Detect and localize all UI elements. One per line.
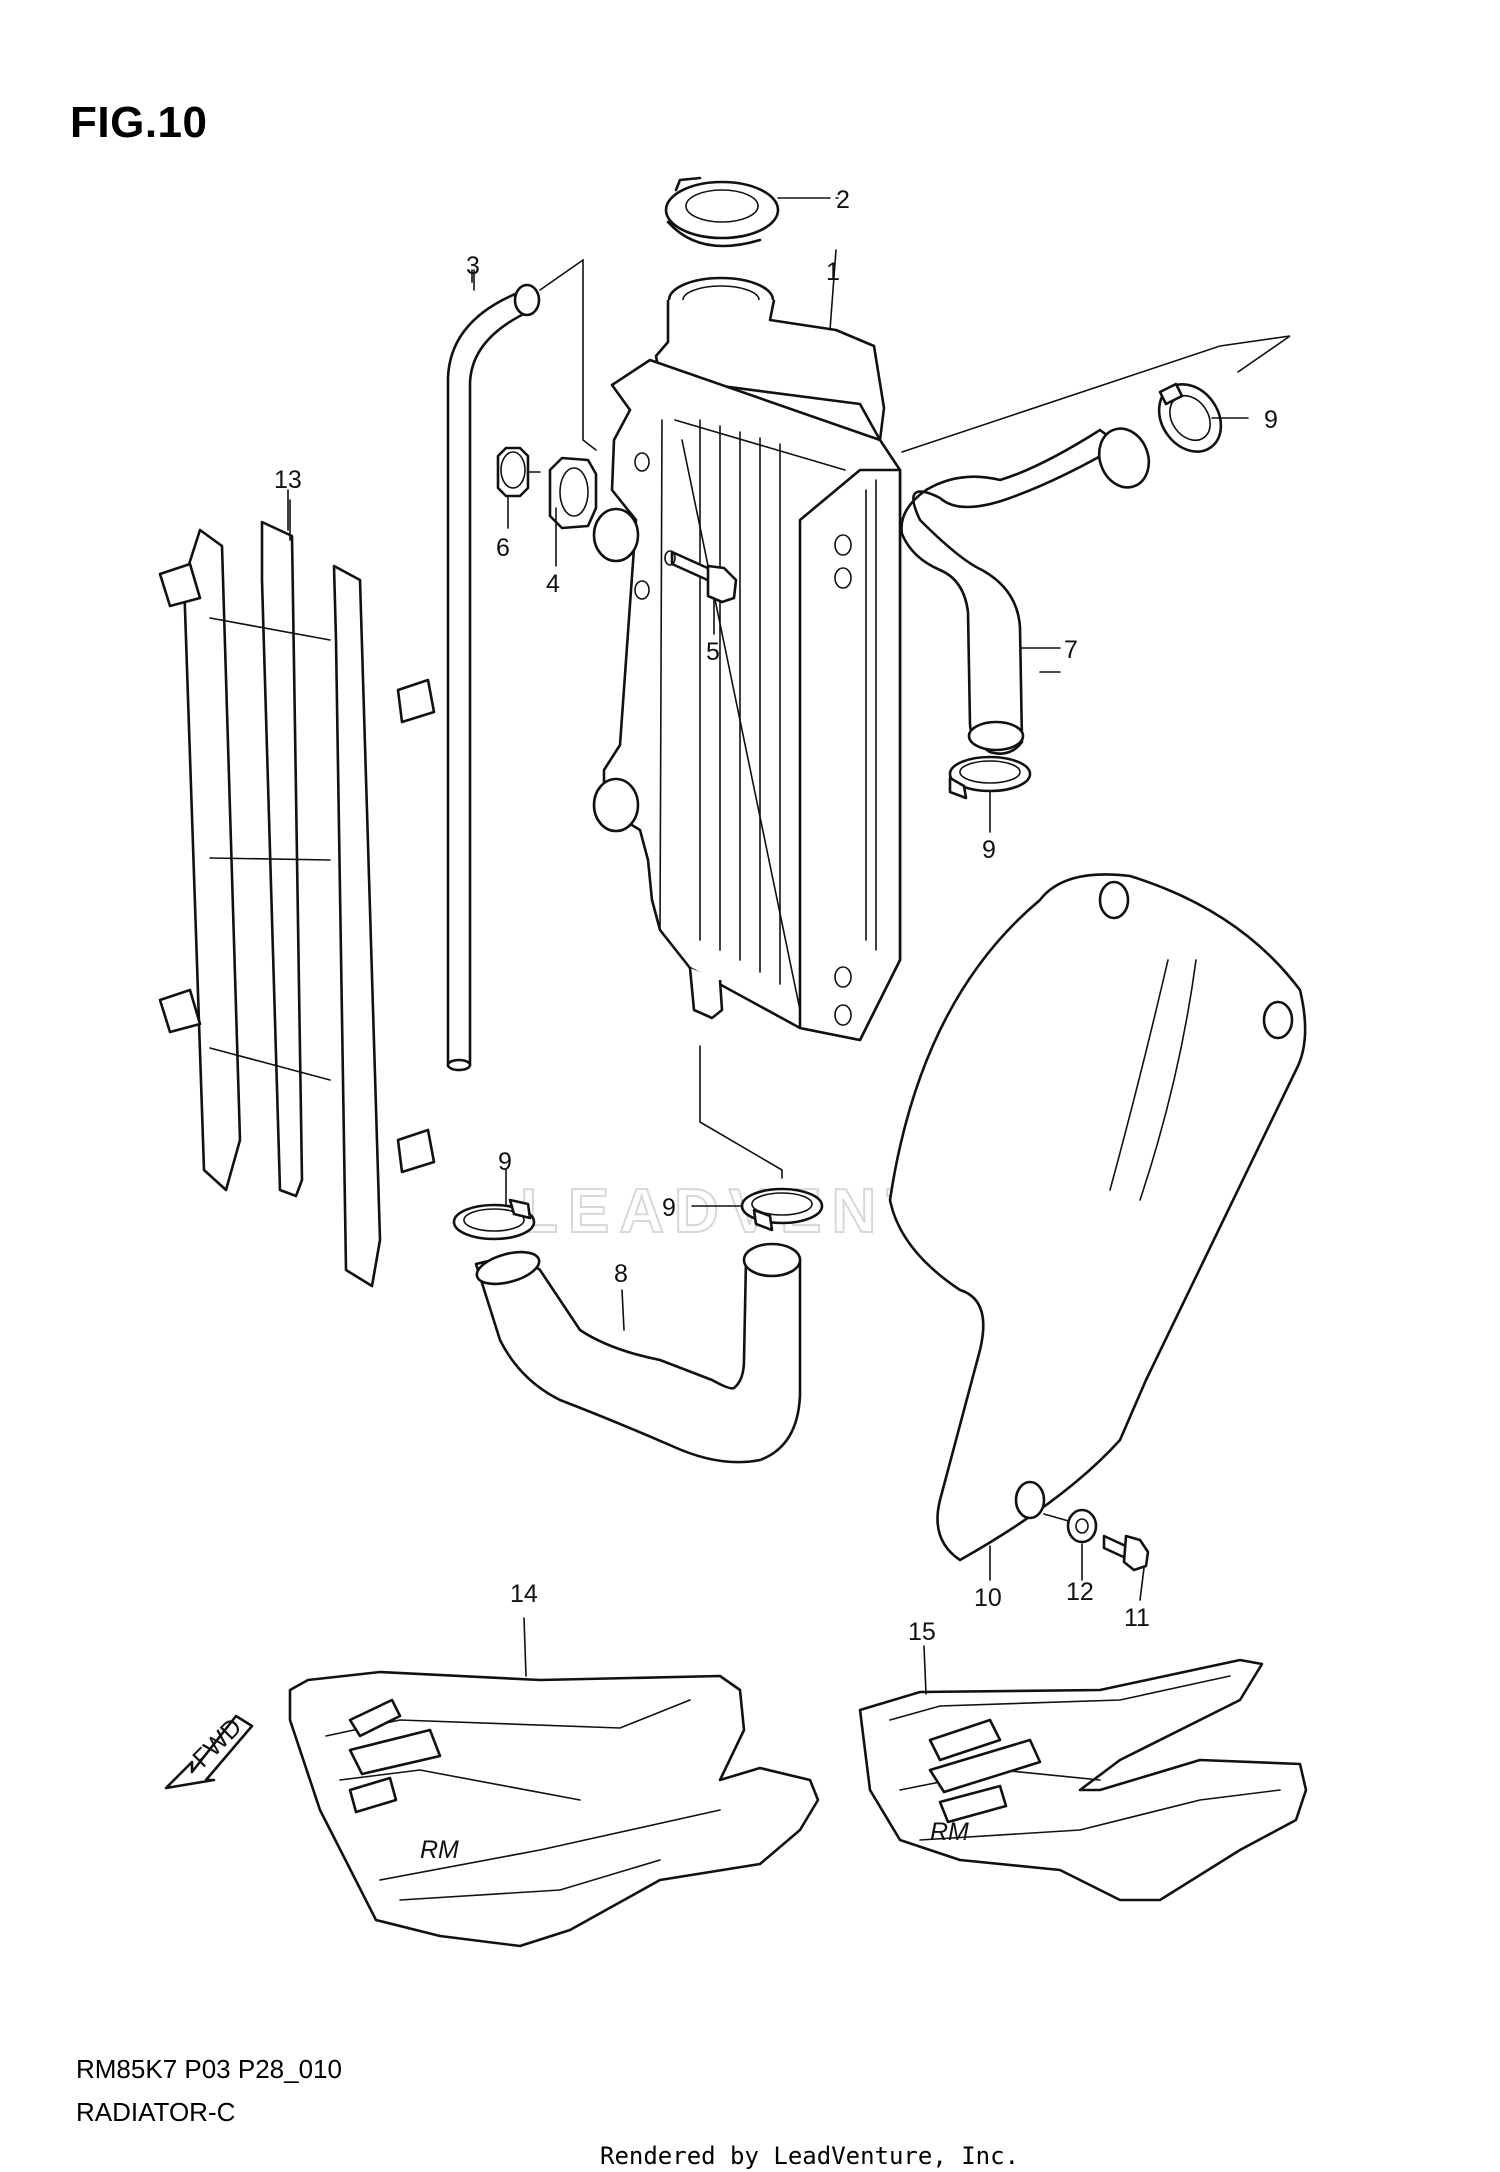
diagram-name: RADIATOR-C [76,2097,236,2127]
fwd-arrow-icon: FWD [164,1713,254,1790]
part-2-radiator-cap[interactable] [664,176,831,248]
part-11-bolt[interactable] [1102,1534,1150,1572]
callout-3: 3 [466,252,480,280]
callout-numbers: 1 2 3 4 5 6 7 8 9 9 9 9 10 11 12 13 14 1… [274,186,1278,1646]
diagram-code: RM85K7 P03 P28_010 [76,2054,342,2084]
callout-12: 12 [1066,1578,1094,1606]
leader-lines [287,197,1249,1695]
callout-10: 10 [974,1584,1002,1612]
part-12-collar[interactable] [1066,1508,1098,1544]
callout-5: 5 [706,638,720,666]
part-5-bolt[interactable] [664,550,738,604]
part-1-radiator[interactable] [592,249,902,1042]
callout-9-right: 9 [662,1194,676,1222]
callout-13: 13 [274,466,302,494]
callout-9-top: 9 [1264,406,1278,434]
callout-9-left: 9 [498,1148,512,1176]
callout-8: 8 [614,1260,628,1288]
part-7-upper-hose[interactable] [900,335,1291,755]
footer-credit: Rendered by LeadVenture, Inc. [600,2142,1020,2170]
part-8-lower-hose[interactable] [473,1045,802,1464]
callout-6: 6 [496,534,510,562]
rm-logo-left: RM [420,1836,459,1864]
callout-9-mid: 9 [982,836,996,864]
rm-logo-right: RM [930,1818,969,1846]
part-9-clamp-left[interactable] [452,1198,536,1241]
part-6-grommet[interactable] [496,446,541,498]
part-3-overflow-hose[interactable] [446,258,597,1072]
part-15-right-shroud[interactable]: RM [858,1658,1308,1902]
part-10-radiator-cover[interactable] [888,873,1307,1562]
part-4-cushion[interactable] [548,456,598,530]
callout-4: 4 [546,570,560,598]
callout-7: 7 [1064,636,1078,664]
figure-title: FIG.10 [70,98,208,147]
callout-11: 11 [1124,1604,1150,1632]
part-9-clamp-top[interactable] [1146,372,1233,463]
part-14-left-shroud[interactable]: RM [288,1670,820,1948]
callout-15: 15 [908,1618,936,1646]
part-9-clamp-mid[interactable] [948,755,1032,800]
callout-2: 2 [836,186,850,214]
callout-1: 1 [826,258,840,286]
callout-14: 14 [510,1580,538,1608]
part-13-radiator-guard[interactable] [158,499,436,1288]
